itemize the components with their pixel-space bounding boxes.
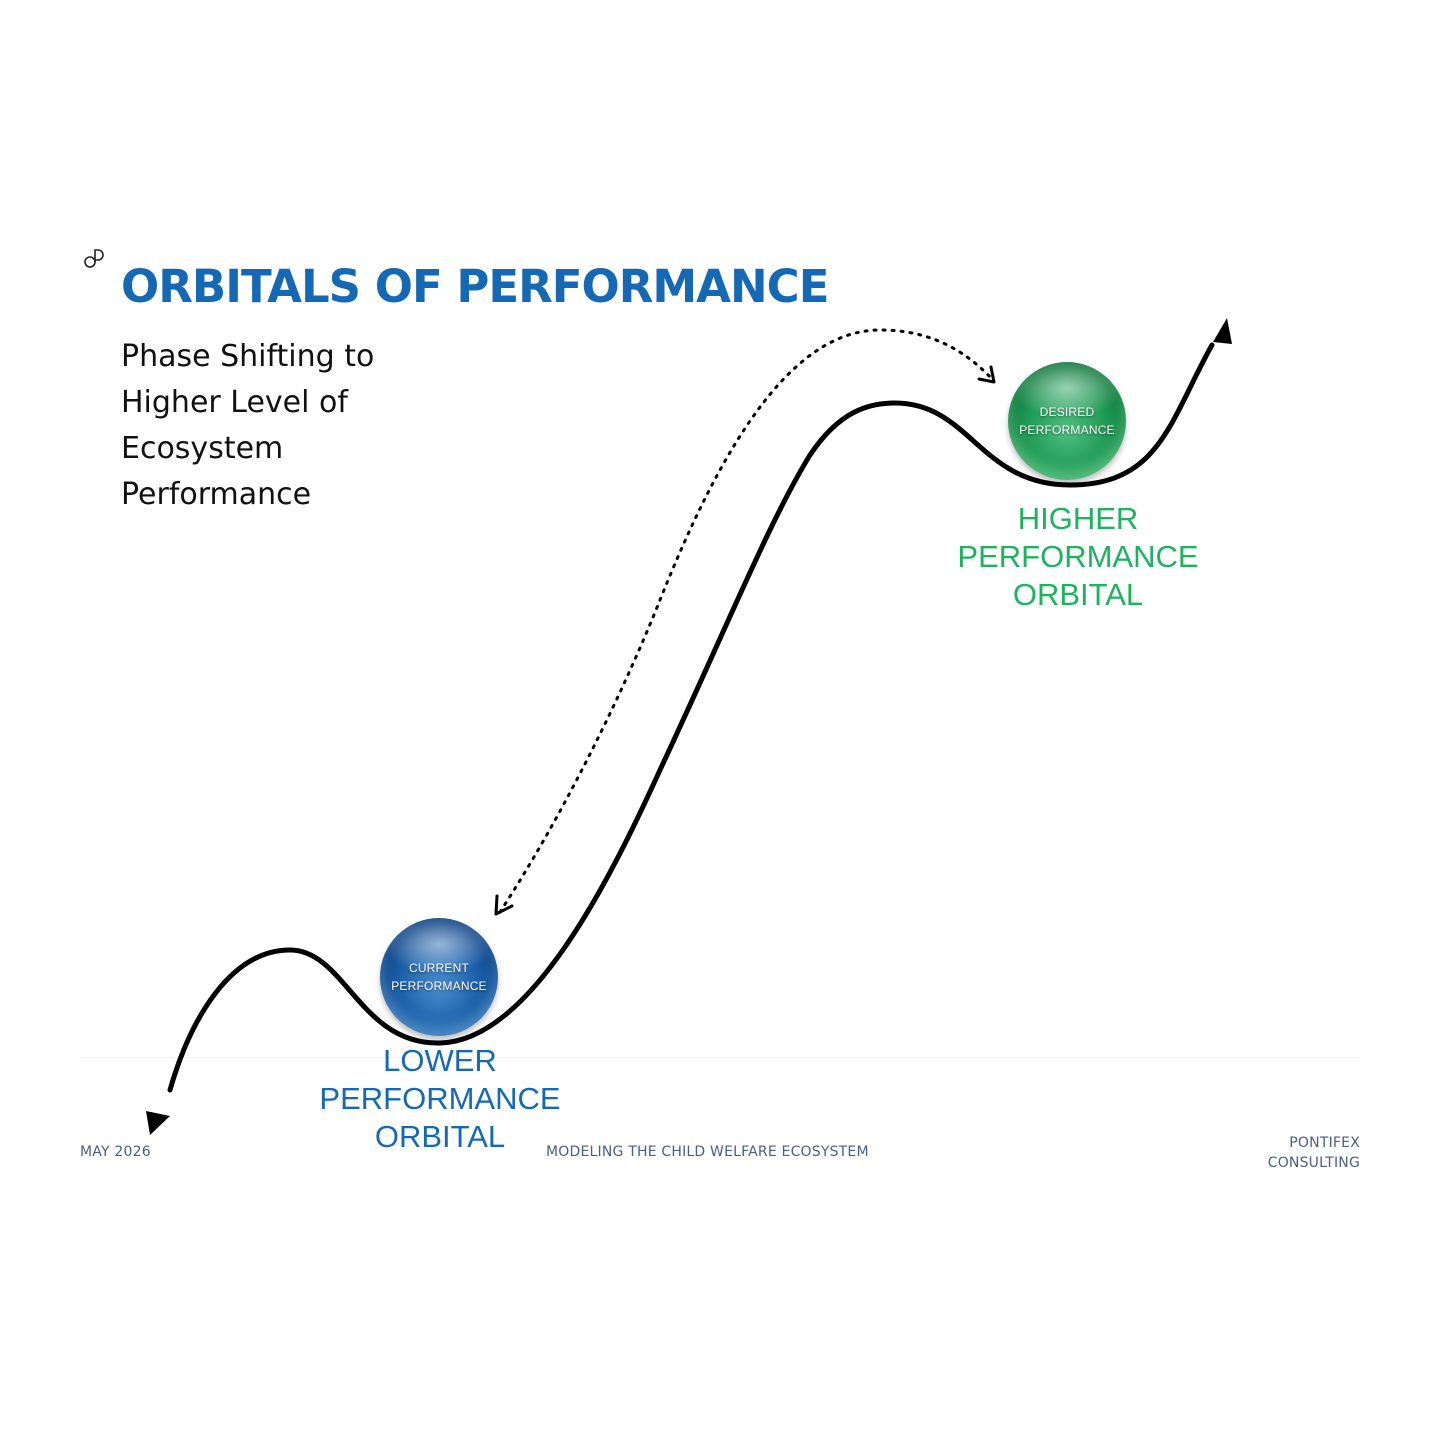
footer-company-line: CONSULTING — [1267, 1155, 1360, 1171]
subtitle-line: Ecosystem — [121, 431, 284, 466]
footer-title: MODELING THE CHILD WELFARE ECOSYSTEM — [546, 1144, 869, 1160]
subtitle-line: Phase Shifting to — [121, 339, 375, 374]
footer-company: PONTIFEX CONSULTING — [1160, 1133, 1360, 1173]
dotted-arrow-head-start-icon — [494, 894, 514, 916]
higher-orbital-label: HIGHER PERFORMANCE ORBITAL — [928, 500, 1228, 614]
arrow-up-icon — [1213, 318, 1232, 344]
footer-date: MAY 2026 — [80, 1144, 151, 1160]
orbital-label-line: ORBITAL — [374, 1119, 506, 1154]
lower-orbital-label: LOWER PERFORMANCE ORBITAL — [290, 1042, 590, 1156]
desired-performance-orb: DESIRED PERFORMANCE — [1008, 362, 1126, 480]
dotted-arrow-head-end-icon — [977, 365, 996, 384]
subtitle-line: Higher Level of — [121, 385, 348, 420]
orb-label-line: PERFORMANCE — [1019, 423, 1115, 437]
pontifex-logo-icon — [84, 249, 104, 268]
orbital-label-line: ORBITAL — [1012, 577, 1144, 612]
current-performance-orb: CURRENT PERFORMANCE — [380, 918, 498, 1036]
orbital-label-line: HIGHER — [1017, 501, 1139, 536]
orbital-label-line: PERFORMANCE — [319, 1081, 561, 1116]
orbital-label-line: LOWER — [383, 1043, 497, 1078]
subtitle: Phase Shifting to Higher Level of Ecosys… — [121, 334, 441, 518]
orb-label-line: DESIRED — [1039, 405, 1095, 419]
subtitle-line: Performance — [121, 477, 312, 512]
footer-divider — [80, 1057, 1360, 1058]
footer-company-line: PONTIFEX — [1289, 1135, 1360, 1151]
arrow-down-icon — [146, 1111, 170, 1135]
orb-label-line: CURRENT — [408, 961, 470, 975]
phase-shift-dotted-arrow — [498, 328, 995, 914]
orb-label-line: PERFORMANCE — [391, 979, 487, 993]
orbital-label-line: PERFORMANCE — [957, 539, 1199, 574]
page-title: ORBITALS OF PERFORMANCE — [121, 260, 829, 313]
landscape-curve — [167, 342, 1215, 1093]
